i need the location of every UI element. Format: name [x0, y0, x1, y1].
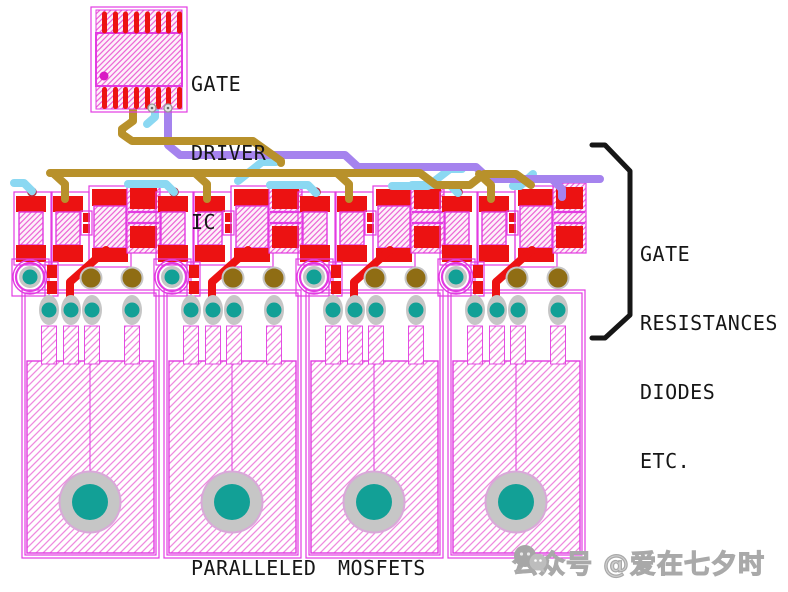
label-line: ETC.	[640, 449, 691, 473]
resistor-diode-group-4	[438, 183, 586, 364]
watermark: 公众号 @爱在七夕时	[511, 544, 766, 581]
ic-pin1-dot	[99, 71, 109, 81]
gate-driver-ic-footprint	[90, 6, 188, 113]
label-line: RESISTANCES	[640, 311, 778, 335]
watermark-text: 公众号 @爱在七夕时	[511, 549, 766, 580]
ic-via-drill	[150, 106, 154, 110]
ic-body	[95, 32, 183, 87]
ic-top-pads	[102, 11, 182, 34]
annotation-brace	[589, 142, 633, 341]
resistor-diode-group-1	[12, 183, 160, 364]
label-line: DRIVER	[191, 141, 267, 165]
label-line: GATE	[191, 72, 242, 96]
label-paralleled-mosfets: PARALLELED MOSFETS	[191, 556, 426, 580]
label-line: IC	[191, 210, 217, 234]
label-gate-resistances: GATE RESISTANCES DIODES ETC.	[640, 197, 778, 519]
label-line: DIODES	[640, 380, 716, 404]
trace-olive	[46, 105, 535, 203]
wechat-icon	[514, 545, 547, 573]
ic-outline	[90, 6, 188, 113]
label-gate-driver-ic: GATE DRIVER IC	[191, 27, 266, 280]
ic-via-drill	[166, 106, 170, 110]
label-line: GATE	[640, 242, 691, 266]
resistor-diode-group-3	[296, 183, 444, 364]
